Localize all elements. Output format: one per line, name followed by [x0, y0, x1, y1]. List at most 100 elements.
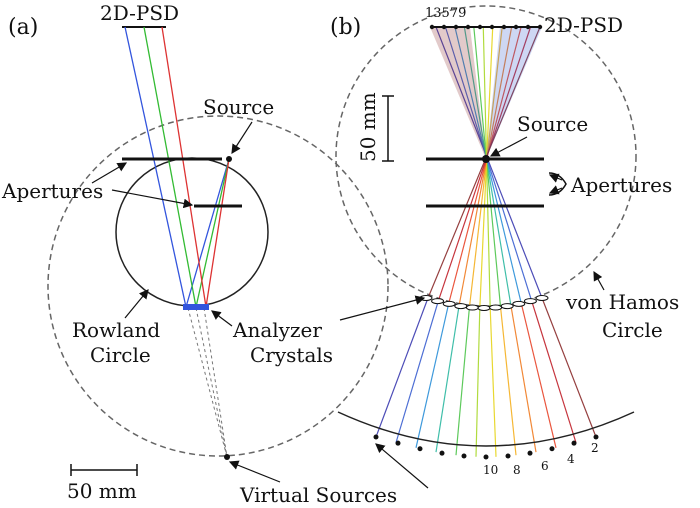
ray-a-in-2 — [161, 26, 207, 308]
crystal-b-6 — [489, 304, 503, 311]
analyzer-arrow — [211, 310, 233, 327]
virtual-dot-b-10 — [593, 434, 599, 440]
virtual-line-a-1 — [187, 307, 228, 458]
panel-a-label: (a) — [8, 15, 38, 40]
analyzer-label-line1: Analyzer — [232, 318, 322, 342]
scale-label-a: 50 mm — [67, 479, 137, 503]
panel-b: (b) 13579 2D-PSD Source 50 mm Apertures — [330, 5, 679, 477]
ray-b-virtual-10 — [531, 300, 577, 443]
virtual-dot-b-3 — [439, 450, 445, 456]
apertures-arrow-b-1 — [548, 173, 563, 183]
detector-dot-9 — [537, 24, 543, 30]
vonhamos-label-line2: Circle — [602, 318, 663, 342]
ray-a-in-1 — [143, 26, 197, 308]
apertures-label-a: Apertures — [1, 179, 103, 203]
virtual-dot-b-7 — [527, 450, 533, 456]
virtual-dot-b-1 — [395, 440, 401, 446]
large-dashed-circle-a — [47, 115, 389, 457]
virtual-dot-b-5 — [483, 454, 489, 460]
virtual-source-a — [224, 454, 230, 460]
ray-b-virtual-11 — [541, 297, 597, 438]
panel-a: (a) 2D-PSD Source Apertures Rowland Circ… — [1, 1, 389, 503]
detector-dot-4 — [477, 24, 483, 30]
rowland-arrow — [124, 289, 149, 319]
virtual-sources-label: Virtual Sources — [239, 483, 397, 507]
detector-dot-6 — [501, 24, 507, 30]
vonhamos-label-line1: von Hamos — [565, 290, 679, 314]
ray-a-in-0 — [124, 26, 187, 308]
virtual-number-8: 8 — [513, 463, 521, 477]
source-arrow-a — [231, 121, 253, 155]
virtual-dot-b-0 — [373, 434, 379, 440]
detector-dot-1 — [441, 24, 447, 30]
detector-dots-b — [429, 24, 543, 30]
ray-b-main-1 — [444, 26, 533, 301]
psd-label-b: 2D-PSD — [544, 13, 623, 37]
ray-a-out-2 — [205, 158, 230, 308]
crystal-b-2 — [442, 300, 456, 307]
panel-b-label: (b) — [330, 15, 361, 40]
apertures-arrow-a-1 — [91, 162, 128, 184]
ray-b-main-8 — [458, 26, 513, 306]
rays-b — [375, 26, 597, 457]
crystal-b-10 — [535, 295, 549, 301]
psd-label-a: 2D-PSD — [100, 1, 179, 25]
ray-b-virtual-8 — [510, 305, 537, 453]
virtual-sources-arrow-b — [375, 443, 429, 489]
virtual-dots-b — [373, 434, 599, 460]
virtual-number-10: 10 — [483, 463, 498, 477]
detector-dot-3 — [465, 24, 471, 30]
crystal-b-3 — [454, 303, 468, 310]
analyzer-crystals — [183, 304, 209, 310]
rowland-label-line2: Circle — [90, 343, 151, 367]
scale-label-b: 50 mm — [356, 92, 380, 162]
source-a — [226, 156, 232, 162]
ray-b-main-10 — [437, 26, 532, 302]
ray-a-out-0 — [185, 158, 230, 308]
psd-numbers-b: 13579 — [425, 6, 466, 21]
ray-b-virtual-4 — [455, 307, 471, 456]
virtual-dot-b-2 — [417, 446, 423, 452]
ray-b-main-2 — [454, 26, 522, 304]
virtual-dot-b-8 — [549, 446, 555, 452]
detector-dot-0 — [429, 24, 435, 30]
virtual-number-4: 4 — [567, 452, 575, 466]
crystal-b-9 — [523, 298, 537, 305]
source-b — [482, 155, 490, 163]
crystal-b-7 — [500, 303, 514, 310]
virtual-source-arc — [337, 411, 635, 447]
virtual-line-a-2 — [195, 307, 228, 458]
ray-b-virtual-0 — [375, 297, 429, 438]
source-label-a: Source — [203, 95, 274, 119]
apertures-arrow-b-2 — [548, 185, 563, 195]
crystal-b-8 — [512, 300, 526, 307]
detector-dot-7 — [513, 24, 519, 30]
analyzer-label-line2: Crystals — [250, 343, 333, 367]
detector-dot-8 — [525, 24, 531, 30]
virtual-line-a-3 — [203, 307, 228, 458]
fan-shade-right — [486, 27, 542, 159]
virtual-dot-b-9 — [571, 440, 577, 446]
virtual-dot-b-4 — [461, 453, 467, 459]
apertures-arrow-a-2 — [111, 189, 194, 209]
crystal-b-5 — [477, 305, 491, 311]
ray-b-main-11 — [427, 26, 541, 299]
fan-shade-left — [430, 27, 486, 159]
crystals-link-arrow — [339, 295, 426, 321]
crystal-b-1 — [431, 298, 445, 305]
ray-b-virtual-6 — [489, 307, 497, 457]
ray-b-virtual-2 — [415, 303, 450, 448]
virtual-sources-arrow-a — [228, 460, 281, 483]
ray-b-virtual-5 — [475, 307, 481, 457]
ray-b-virtual-9 — [520, 303, 557, 448]
virtual-number-2: 2 — [591, 441, 599, 455]
apertures-brace-b — [548, 172, 567, 196]
detector-dot-2 — [453, 24, 459, 30]
ray-b-virtual-7 — [499, 307, 517, 456]
ray-b-main-9 — [448, 26, 522, 304]
rays-a — [124, 26, 230, 308]
virtual-dot-b-6 — [505, 453, 511, 459]
rowland-label-line1: Rowland — [72, 318, 160, 342]
